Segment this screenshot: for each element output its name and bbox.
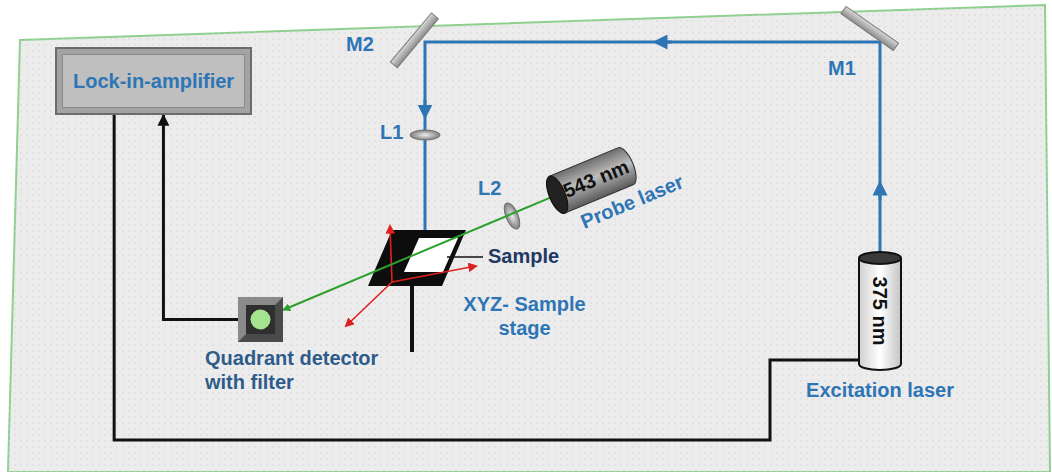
part-label: M1 — [828, 56, 856, 80]
part-label: Sample — [488, 244, 559, 268]
amplifier-box: Lock-in-amplifier — [55, 47, 252, 115]
stage-post — [410, 284, 414, 352]
beam-arrow — [424, 100, 427, 112]
node-text: Quadrant detector with filter — [205, 346, 390, 394]
laser-aperture — [859, 252, 901, 264]
detector-bevel — [238, 297, 283, 342]
laser-body: 375 nm — [859, 252, 901, 370]
probe-laser: 543 nmProbe laser — [542, 130, 687, 241]
axis-arrow — [392, 266, 476, 282]
axis-arrow — [390, 226, 392, 282]
detector-body — [238, 297, 283, 342]
detector-box: Quadrant detector with filter — [205, 297, 390, 394]
beam-arrow — [660, 41, 672, 44]
lens-l1 — [410, 130, 440, 140]
signal-wire — [163, 115, 238, 320]
excitation-beam — [425, 42, 880, 252]
beam-arrow — [879, 188, 882, 200]
node-text: Excitation laser — [790, 378, 970, 402]
filter-window — [251, 310, 271, 330]
signal-wire — [114, 115, 859, 440]
excitation-laser: 375 nm Excitation laser — [790, 252, 970, 402]
part-label: M2 — [346, 32, 374, 56]
node-text: 375 nm — [868, 277, 892, 346]
part-label: L1 — [380, 120, 403, 144]
detector-face — [246, 305, 275, 334]
detector-symbol — [238, 297, 283, 342]
panel-texture — [8, 5, 1050, 472]
laser-cylinder — [859, 258, 901, 370]
mirror-m1 — [841, 6, 899, 50]
panel-face: Lock-in-amplifier — [62, 54, 245, 108]
node-text: Lock-in-amplifier — [73, 69, 234, 93]
detector-frame — [238, 297, 283, 342]
part-label: L2 — [478, 176, 501, 200]
mirror-m2 — [390, 13, 438, 68]
axis-arrow — [346, 282, 392, 326]
part-label: XYZ- Sample stage — [452, 292, 597, 340]
leader-line — [447, 256, 483, 258]
panel — [8, 5, 1050, 472]
